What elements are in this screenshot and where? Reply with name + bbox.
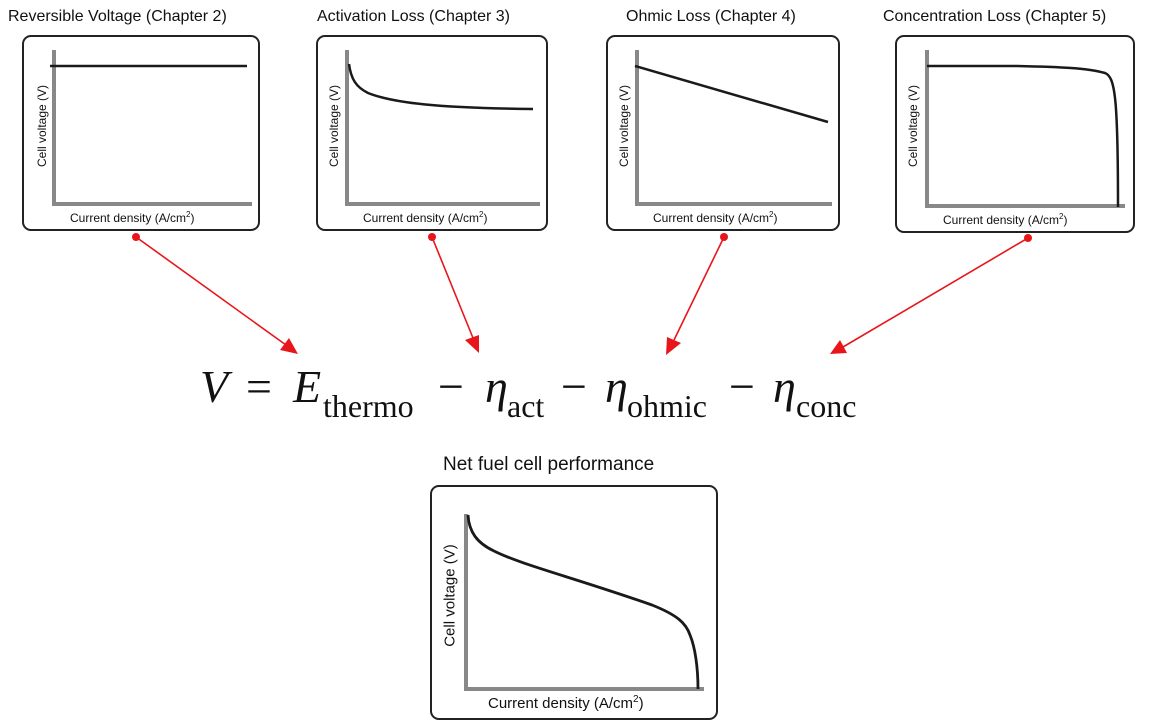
arrow-ohmic	[666, 233, 728, 355]
y-axis-label: Cell voltage (V)	[906, 84, 920, 168]
eq-eta-ohmic: η	[605, 361, 628, 412]
eq-V: V	[200, 361, 229, 412]
x-axis-label: Current density (A/cm2)	[943, 212, 1068, 228]
arrow-activation	[428, 233, 479, 353]
plot-net	[464, 514, 704, 691]
eq-act-sub: act	[507, 388, 545, 424]
panel-title-activation: Activation Loss (Chapter 3)	[317, 8, 510, 25]
panel-title-concentration: Concentration Loss (Chapter 5)	[883, 8, 1107, 25]
plot-concentration	[925, 50, 1125, 208]
plot-activation	[345, 50, 540, 206]
eq-ohmic-sub: ohmic	[627, 388, 707, 424]
eq-minus-1: −	[438, 361, 464, 412]
eq-conc-sub: conc	[796, 388, 857, 424]
eq-E-sub: thermo	[323, 388, 414, 424]
x-axis-label: Current density (A/cm2)	[653, 210, 778, 226]
plot-reversible	[50, 50, 252, 206]
panel-title-reversible: Reversible Voltage (Chapter 2)	[8, 8, 227, 25]
eq-minus-2: −	[561, 361, 587, 412]
eq-equals: =	[246, 361, 272, 412]
panel-activation-loss: Cell voltage (V) Current density (A/cm2)	[316, 35, 548, 231]
panel-title-ohmic: Ohmic Loss (Chapter 4)	[626, 8, 796, 25]
plot-ohmic	[634, 50, 832, 206]
x-axis-label: Current density (A/cm2)	[363, 210, 488, 226]
arrow-reversible	[132, 233, 298, 354]
eq-minus-3: −	[729, 361, 755, 412]
panel-ohmic-loss: Cell voltage (V) Current density (A/cm2)	[606, 35, 840, 231]
curve-ohmic	[634, 64, 829, 124]
y-axis-label: Cell voltage (V)	[441, 544, 459, 647]
y-axis-label: Cell voltage (V)	[327, 84, 341, 168]
eq-eta-conc: η	[773, 361, 796, 412]
net-performance-title: Net fuel cell performance	[443, 454, 655, 475]
x-axis-label: Current density (A/cm2)	[70, 210, 195, 226]
curve-activation	[347, 63, 534, 111]
panel-reversible-voltage: Cell voltage (V) Current density (A/cm2)	[22, 35, 260, 231]
eq-eta-act: η	[485, 361, 508, 412]
curve-net	[466, 514, 700, 690]
eq-E: E	[293, 361, 322, 412]
panel-concentration-loss: Cell voltage (V) Current density (A/cm2)	[895, 35, 1135, 233]
x-axis-label: Current density (A/cm2)	[488, 694, 644, 713]
panel-net-performance: Cell voltage (V) Current density (A/cm2)	[430, 485, 718, 720]
curve-concentration	[927, 64, 1120, 208]
voltage-equation: V = E thermo − η act − η ohmic − η conc	[0, 352, 1157, 432]
arrow-concentration	[830, 234, 1032, 354]
y-axis-label: Cell voltage (V)	[35, 84, 49, 168]
y-axis-label: Cell voltage (V)	[617, 84, 631, 168]
